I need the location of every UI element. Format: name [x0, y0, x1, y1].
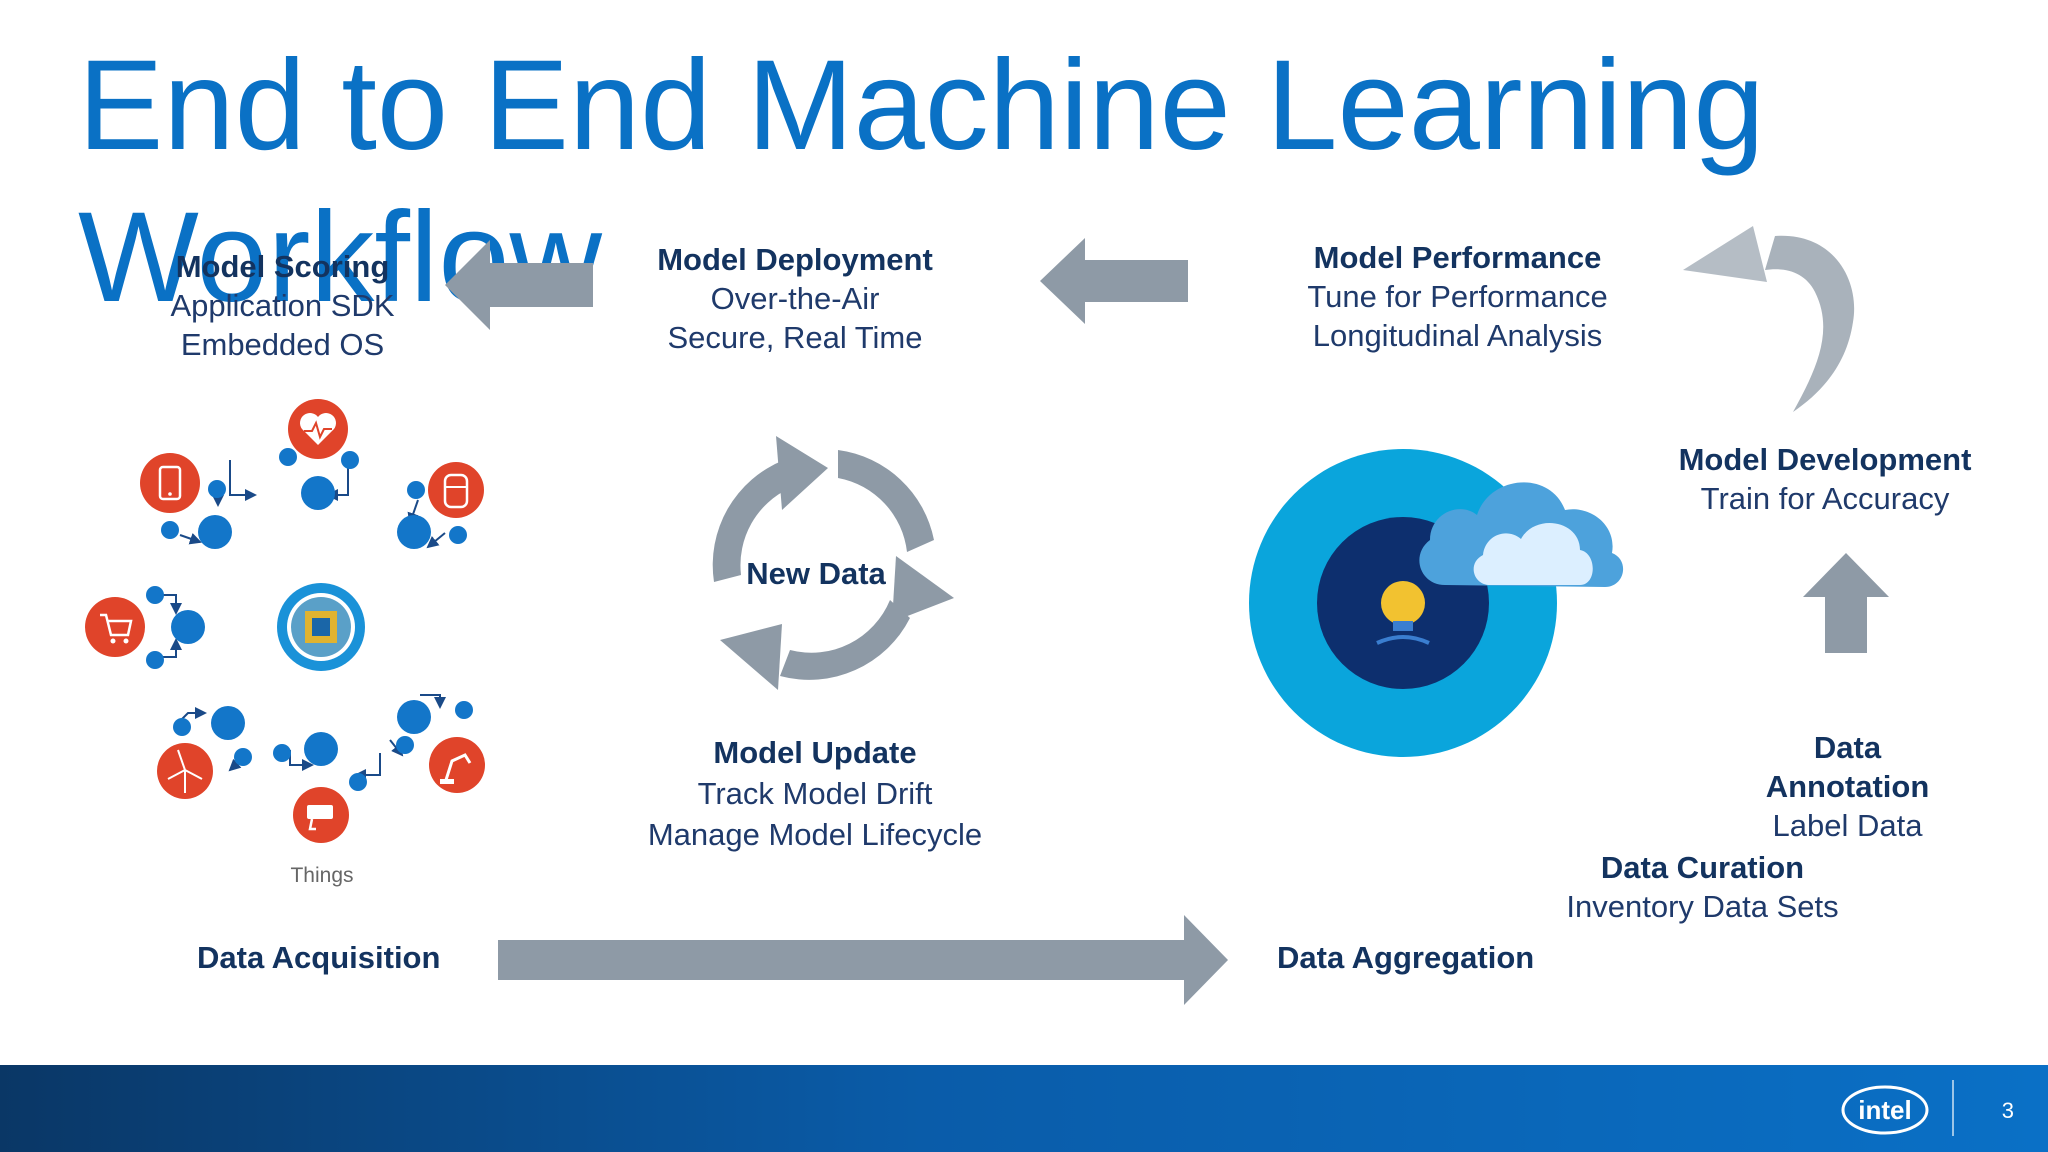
model-performance-heading: Model Performance	[1313, 240, 1602, 275]
model-scoring-heading: Model Scoring	[175, 249, 390, 284]
arrow-left-scoring	[445, 240, 593, 330]
data-curation-block: Data Curation Inventory Data Sets	[1540, 848, 1865, 926]
things-label: Things	[290, 864, 354, 887]
footer-bar	[0, 1065, 2048, 1152]
footer-divider	[1952, 1080, 1954, 1136]
smartphone-icon	[140, 453, 200, 513]
curved-arrow-performance	[1683, 226, 1855, 412]
model-deployment-line-2: Secure, Real Time	[667, 320, 923, 355]
data-aggregation-graphic	[1249, 449, 1624, 757]
data-annotation-block: Data Annotation Label Data	[1720, 728, 1975, 845]
model-performance-line-2: Longitudinal Analysis	[1312, 318, 1603, 353]
model-performance-block: Model Performance Tune for Performance L…	[1280, 238, 1635, 355]
model-development-block: Model Development Train for Accuracy	[1660, 440, 1990, 518]
page-number: 3	[2001, 1098, 2014, 1123]
data-annotation-line-1: Label Data	[1772, 808, 1923, 843]
model-deployment-block: Model Deployment Over-the-Air Secure, Re…	[630, 240, 960, 357]
model-update-line-2: Manage Model Lifecycle	[647, 817, 983, 852]
robot-arm-icon	[429, 737, 485, 793]
new-data-cycle-icon	[712, 436, 954, 690]
data-annotation-heading-2: Annotation	[1765, 769, 1930, 804]
heart-icon	[288, 399, 348, 459]
model-performance-line-1: Tune for Performance	[1307, 279, 1608, 314]
data-curation-line-1: Inventory Data Sets	[1566, 889, 1839, 924]
model-development-line-1: Train for Accuracy	[1700, 481, 1950, 516]
data-annotation-heading-1: Data	[1813, 730, 1882, 765]
intel-logo: intel	[1841, 1085, 1929, 1135]
model-scoring-line-2: Embedded OS	[180, 327, 385, 362]
data-curation-heading: Data Curation	[1600, 850, 1805, 885]
model-development-heading: Model Development	[1678, 442, 1972, 477]
model-deployment-line-1: Over-the-Air	[710, 281, 880, 316]
things-cluster	[85, 399, 485, 843]
intel-logo-text: intel	[1858, 1095, 1911, 1125]
new-data-label: New Data	[746, 556, 886, 591]
model-scoring-block: Model Scoring Application SDK Embedded O…	[145, 247, 420, 364]
data-aggregation-label: Data Aggregation	[1277, 940, 1535, 975]
wind-turbine-icon	[157, 743, 213, 799]
chip-icon	[277, 583, 365, 671]
arrow-right-aggregation	[498, 915, 1228, 1005]
model-deployment-heading: Model Deployment	[657, 242, 933, 277]
model-scoring-line-1: Application SDK	[170, 288, 395, 323]
arrow-left-deployment	[1040, 238, 1188, 324]
lightbulb-icon	[1376, 581, 1430, 645]
arrow-up-development	[1803, 553, 1889, 653]
camera-icon	[293, 787, 349, 843]
cloud-icon	[1419, 482, 1624, 587]
data-acquisition-label: Data Acquisition	[197, 940, 441, 975]
model-update-block: Model Update Track Model Drift Manage Mo…	[615, 732, 1015, 855]
model-update-line-1: Track Model Drift	[697, 776, 933, 811]
shopping-cart-icon	[85, 597, 145, 657]
car-icon	[428, 462, 484, 518]
model-update-heading: Model Update	[713, 735, 917, 770]
slide-title: End to End Machine Learning Workflow	[78, 34, 1765, 329]
